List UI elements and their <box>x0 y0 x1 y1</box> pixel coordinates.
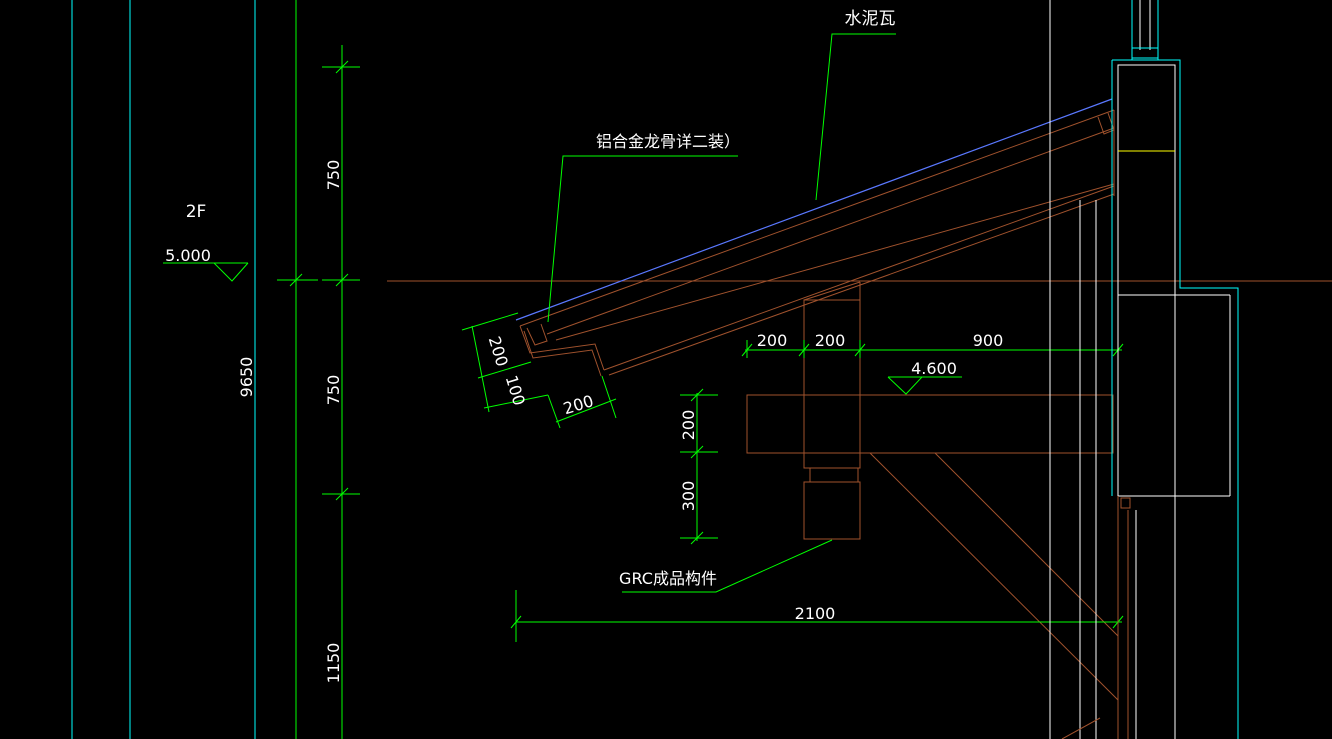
leader-aluminum-keel <box>547 155 738 323</box>
bracket-structure <box>746 281 1119 701</box>
dim-text-eave-200-bottom: 200 <box>561 391 596 418</box>
eave-dimensions <box>461 312 617 429</box>
label-aluminum-keel: 铝合金龙骨详二装） <box>596 132 740 151</box>
roof-slab <box>519 109 1115 377</box>
dim-text-eave-200: 200 <box>485 334 512 369</box>
dim-chain-vertical <box>322 45 360 739</box>
dim-vertical-beam <box>680 388 718 545</box>
elevation-marker-lower <box>887 376 962 395</box>
elevation-text-lower: 4.600 <box>911 359 957 378</box>
elevation-marker-upper <box>163 262 249 282</box>
dim-text-200-b: 200 <box>815 331 846 350</box>
dim-text-2100: 2100 <box>795 604 836 623</box>
elevation-text-upper: 5.000 <box>165 246 211 265</box>
dim-text-750-mid: 750 <box>324 375 343 406</box>
leader-grc <box>622 539 833 593</box>
dim-text-9650: 9650 <box>237 357 256 398</box>
grid-lines <box>71 0 297 739</box>
leader-cement-tile <box>815 33 896 201</box>
dim-text-1150: 1150 <box>324 643 343 684</box>
dim-text-750-top: 750 <box>324 160 343 191</box>
dim-text-beam-300: 300 <box>679 481 698 512</box>
floor-label: 2F <box>186 202 207 222</box>
label-cement-tile: 水泥瓦 <box>845 9 896 29</box>
wall-section <box>1049 0 1239 739</box>
dim-9650 <box>277 0 318 739</box>
dim-horizontal-top <box>741 340 1124 358</box>
dim-text-900: 900 <box>973 331 1004 350</box>
label-grc-component: GRC成品构件 <box>619 569 717 588</box>
dim-text-200-a: 200 <box>757 331 788 350</box>
tile-surface-line <box>515 98 1113 321</box>
dim-text-eave-100: 100 <box>502 373 529 408</box>
dim-text-beam-200: 200 <box>679 410 698 441</box>
